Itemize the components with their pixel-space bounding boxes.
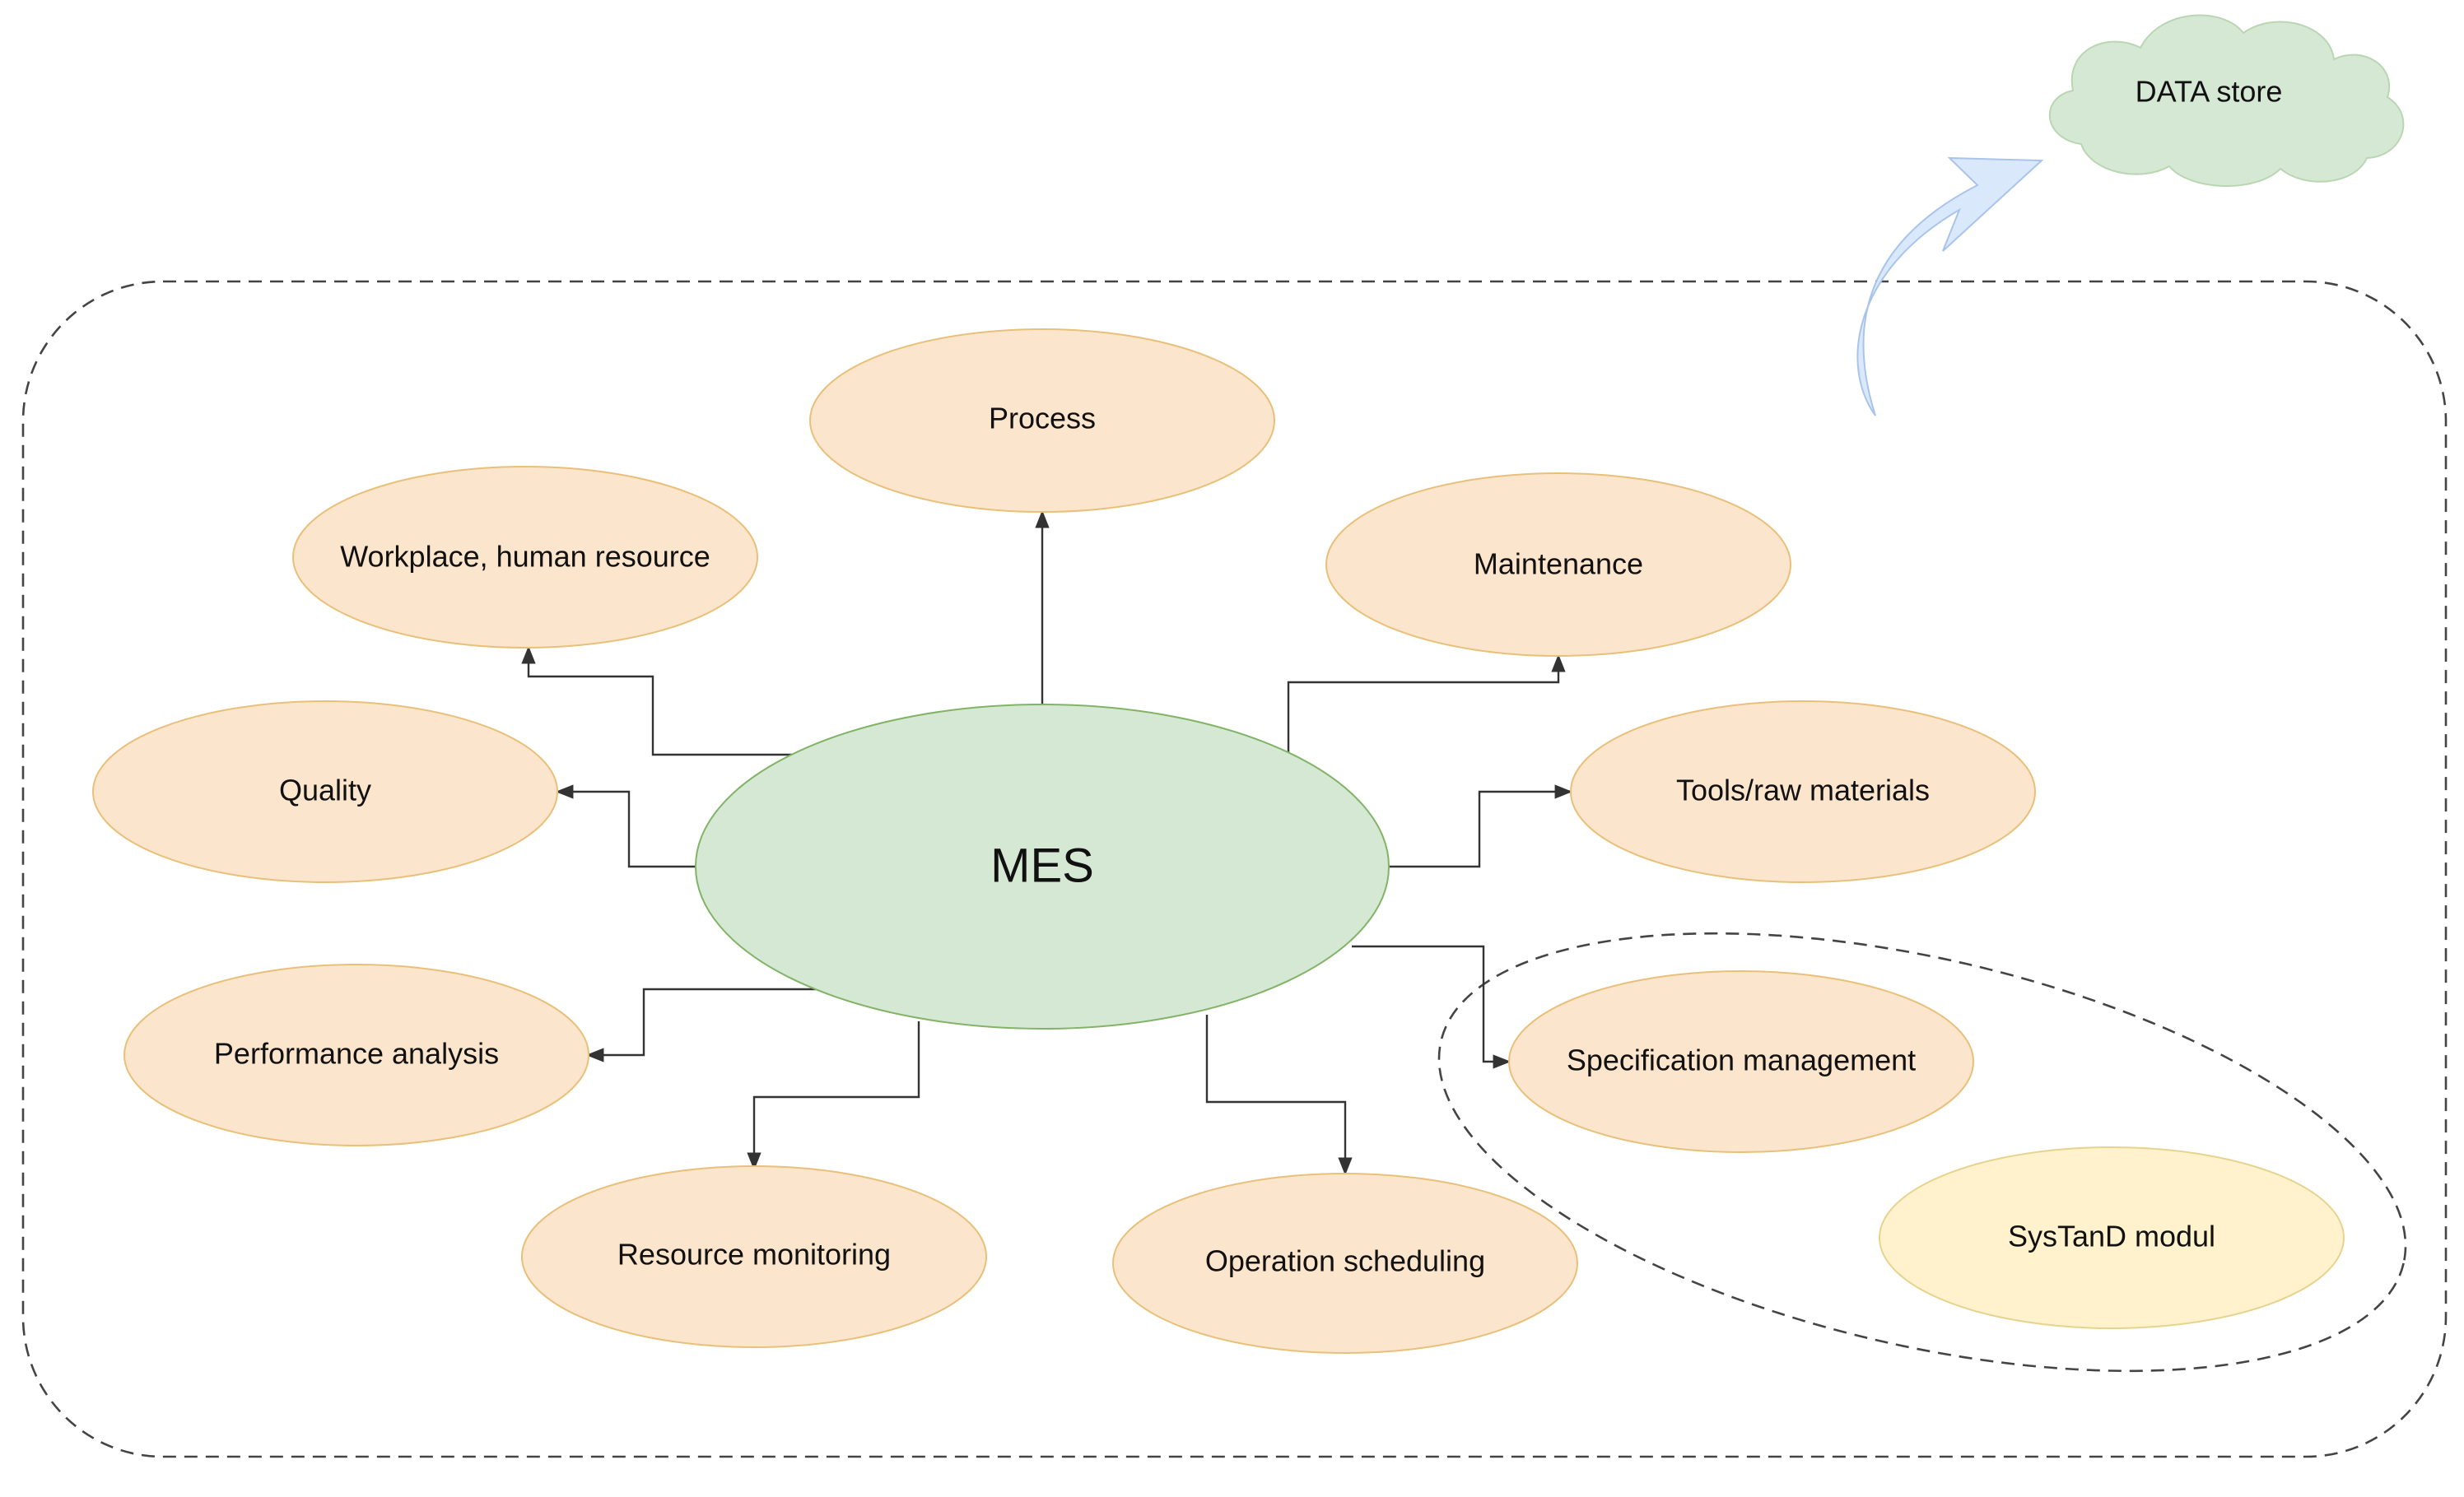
module-process-label: Process <box>989 402 1096 435</box>
module-specification-shape <box>1508 970 1974 1153</box>
module-specification[interactable]: Specification management <box>1508 970 1974 1153</box>
module-tools-label: Tools/raw materials <box>1676 774 1930 807</box>
module-quality-label: Quality <box>279 774 371 807</box>
mes-center[interactable]: MES <box>695 704 1390 1030</box>
systand-group-boundary <box>1437 932 2407 1373</box>
module-maintenance-shape <box>1325 472 1791 657</box>
module-tools[interactable]: Tools/raw materials <box>1570 700 2036 883</box>
module-resource-monitoring-shape <box>521 1165 987 1348</box>
module-process-shape <box>809 328 1275 513</box>
module-maintenance[interactable]: Maintenance <box>1325 472 1791 657</box>
export-arrow <box>1856 156 2044 416</box>
connector-operation-scheduling <box>1205 1015 1353 1176</box>
module-performance-shape <box>123 964 589 1146</box>
module-performance[interactable]: Performance analysis <box>123 964 589 1146</box>
module-tools-shape <box>1570 700 2036 883</box>
data-store-label: DATA store <box>2136 75 2283 109</box>
system-boundary <box>21 280 2448 1458</box>
connector-tools <box>1389 784 1573 868</box>
module-resource-monitoring[interactable]: Resource monitoring <box>521 1165 987 1348</box>
data-store-cloud: DATA store <box>2049 14 2405 188</box>
systand-label: SysTanD modul <box>2008 1220 2215 1253</box>
connector-performance <box>585 988 817 1062</box>
module-quality[interactable]: Quality <box>92 700 558 883</box>
module-quality-shape <box>92 700 558 883</box>
module-operation-scheduling[interactable]: Operation scheduling <box>1112 1173 1578 1354</box>
module-specification-label: Specification management <box>1567 1044 1916 1077</box>
module-workplace-shape <box>292 466 758 649</box>
module-performance-label: Performance analysis <box>214 1037 499 1071</box>
cloud-shape <box>2049 14 2405 188</box>
mes-center-label: MES <box>990 839 1094 892</box>
connectors <box>521 509 1573 1176</box>
systand-module[interactable]: SysTanD modul <box>1879 1146 2345 1329</box>
systand-shape <box>1879 1146 2345 1329</box>
module-maintenance-label: Maintenance <box>1474 547 1643 581</box>
module-process[interactable]: Process <box>809 328 1275 513</box>
connector-resource-monitoring <box>747 1021 920 1171</box>
module-operation-scheduling-label: Operation scheduling <box>1205 1244 1485 1278</box>
connector-specification <box>1352 945 1511 1069</box>
connector-workplace <box>521 645 803 756</box>
connector-quality <box>555 784 696 868</box>
module-workplace[interactable]: Workplace, human resource <box>292 466 758 649</box>
module-workplace-label: Workplace, human resource <box>340 540 710 574</box>
module-operation-scheduling-shape <box>1112 1173 1578 1354</box>
connector-maintenance <box>1287 653 1566 755</box>
module-resource-monitoring-label: Resource monitoring <box>617 1238 891 1272</box>
mes-center-shape <box>695 704 1390 1030</box>
